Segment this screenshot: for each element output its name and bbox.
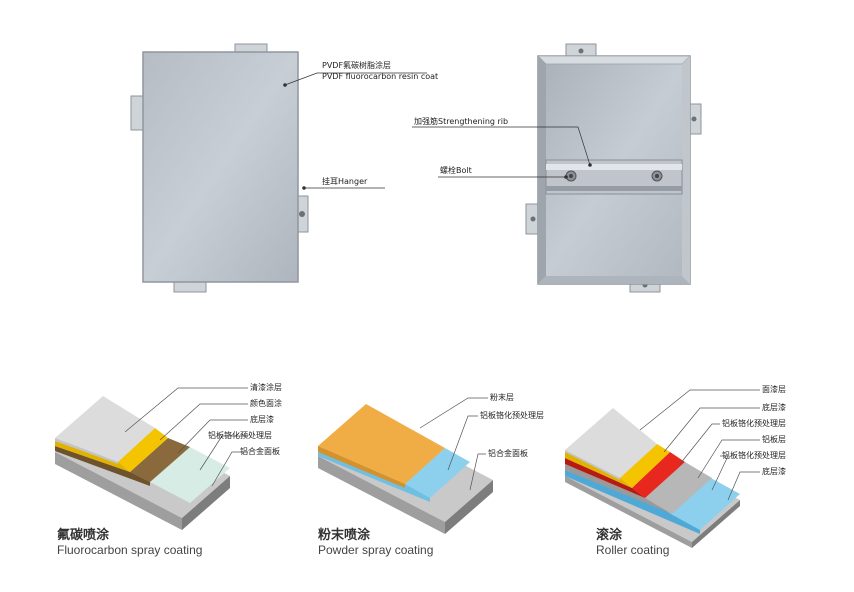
fc-layer-5: 铝合金面板 [240, 447, 280, 456]
pw-leader-3 [469, 453, 486, 491]
rc-base-side [692, 500, 740, 548]
fc-leader-2 [159, 403, 248, 441]
fc-layer-3: 底层漆 [250, 415, 274, 424]
fc-clear-top [55, 396, 155, 462]
rib-leader-line [412, 126, 591, 166]
fc-primer-top [130, 438, 190, 482]
rc-blue-top [660, 472, 740, 530]
back-panel-inner-side [538, 56, 546, 284]
pw-layer-1: 粉末层 [490, 393, 514, 402]
pw-title-zh: 粉末喷涂 [318, 528, 371, 543]
fc-title-zh: 氟碳喷涂 [57, 528, 110, 543]
fc-base-side [182, 476, 230, 530]
rc-title-zh: 滚涂 [596, 528, 623, 543]
strengthening-rib-shadow [546, 186, 682, 191]
fc-leader-5 [211, 451, 248, 487]
rc-red-edge [565, 458, 645, 498]
strengthening-rib-highlight [546, 164, 682, 170]
rc-leader-1 [639, 389, 760, 431]
pw-title-en: Powder spray coating [318, 543, 434, 557]
pw-base-front [318, 456, 445, 534]
back-hanger-right-hole [691, 116, 697, 122]
fc-primer-edge [55, 446, 150, 486]
rc-layer-5: 铝板铬化预处理层 [722, 451, 786, 460]
pw-layer-3: 铝合金面板 [488, 449, 528, 458]
pw-layer-2: 铝板铬化预处理层 [480, 411, 544, 420]
rib-pointer-dot [588, 163, 592, 167]
rc-layer-2: 底层漆 [762, 403, 786, 412]
back-panel-inner-bottom [538, 276, 690, 284]
rc-yellow-edge [565, 452, 632, 488]
back-hanger-top-hole [578, 48, 584, 54]
coat-leader-line [284, 72, 427, 86]
pw-pretreat-top [405, 448, 470, 498]
fc-layer-2: 颜色面涂 [250, 399, 282, 408]
bolt-right-center [655, 174, 659, 178]
fc-clear-edge [55, 438, 118, 464]
rib-label: 加强筋Strengthening rib [414, 117, 509, 126]
rc-leader-3 [679, 423, 720, 465]
hanger-label: 挂耳Hanger [322, 177, 368, 186]
fc-leader-4 [199, 435, 248, 471]
rc-alu-top [645, 462, 712, 514]
pw-leader-2 [447, 415, 478, 471]
rc-base-front [565, 476, 692, 548]
rc-blue-edge [565, 470, 700, 534]
fc-leader-3 [177, 419, 248, 454]
coat-label-zh: PVDF氟碳树脂涂层 [322, 61, 392, 70]
pw-powder-edge [318, 446, 405, 488]
fc-color-edge [55, 441, 130, 472]
rc-layer-3: 铝板铬化预处理层 [722, 419, 786, 428]
fc-leader-1 [124, 387, 248, 433]
rc-top-coat-edge [565, 450, 620, 480]
rc-red-top [632, 452, 685, 498]
coat-label-en: PVDF fluorocarbon resin coat [322, 72, 439, 81]
rc-yellow-top [620, 444, 670, 488]
rc-leader-5 [711, 455, 729, 491]
rc-leader-6 [727, 471, 760, 501]
rc-title-en: Roller coating [596, 543, 670, 557]
fc-title-en: Fluorocarbon spray coating [57, 543, 203, 557]
rc-alu-edge [565, 464, 672, 514]
rc-leader-2 [663, 407, 760, 453]
rc-layer-6: 底层漆 [762, 467, 786, 476]
pw-pretreat-edge [318, 452, 430, 502]
bolt-label: 螺栓Bolt [440, 166, 472, 175]
hanger-hole [299, 211, 305, 217]
fc-pretreat [150, 447, 230, 503]
fc-layer-1: 清漆涂层 [250, 383, 282, 392]
pw-base-side [445, 480, 493, 534]
front-panel-face [142, 51, 299, 283]
pw-leader-1 [419, 397, 488, 429]
bolt-left-center [569, 174, 573, 178]
rc-top-coat [565, 408, 657, 478]
rc-leader-4 [697, 439, 760, 479]
fc-color-top [118, 428, 168, 472]
back-hanger-left-hole [530, 216, 536, 222]
rc-layer-1: 面漆层 [762, 385, 786, 394]
bolt-pointer-dot [564, 175, 568, 179]
fc-base-front [55, 452, 182, 530]
back-panel-inner-right [682, 56, 690, 284]
rc-layer-4: 铝板层 [762, 435, 786, 444]
pw-powder-top [318, 404, 445, 484]
fc-layer-4: 铝板铬化预处理层 [208, 431, 272, 440]
